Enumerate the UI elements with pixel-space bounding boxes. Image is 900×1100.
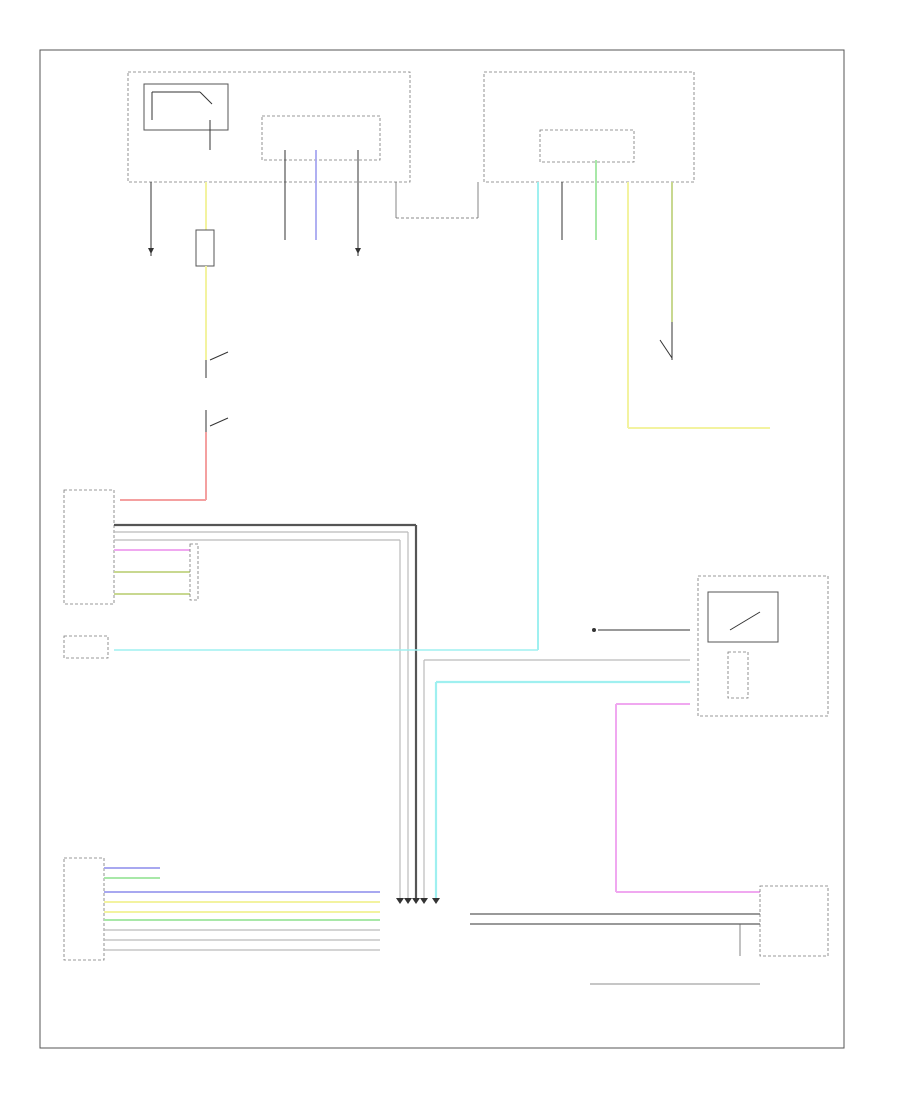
right-box-outline — [483, 71, 695, 183]
cyan-wire-group — [114, 182, 690, 900]
junction-bottom — [396, 898, 440, 904]
relay-box-top-left — [127, 71, 411, 183]
magenta-wire-group — [615, 703, 760, 893]
sub-connector — [189, 543, 199, 601]
right-box-top — [483, 71, 695, 183]
airbag-outline — [63, 857, 105, 961]
instrument-cluster-outline — [697, 575, 829, 717]
fuse-component — [195, 229, 215, 267]
cluster-inner-box — [707, 591, 779, 643]
top-left-wires — [148, 150, 479, 256]
relay-box-outline — [127, 71, 411, 183]
relay-outline — [143, 83, 229, 131]
skid-ecu-wires — [470, 885, 829, 985]
airbag-block — [63, 857, 380, 961]
switch-group — [120, 351, 229, 501]
yellow-wire-group — [195, 182, 215, 360]
instrument-cluster — [592, 575, 829, 717]
small-connector-left — [63, 635, 109, 659]
ecm-outline — [63, 489, 115, 605]
main-bundle — [399, 525, 690, 900]
top-right-wires — [561, 160, 770, 429]
skid-ecu-outline — [759, 885, 829, 957]
junction-top-left — [261, 115, 381, 161]
junction-top-right — [539, 129, 635, 163]
ecm-block — [63, 489, 416, 605]
cluster-meter — [727, 651, 749, 699]
diagram-frame — [39, 49, 845, 1049]
